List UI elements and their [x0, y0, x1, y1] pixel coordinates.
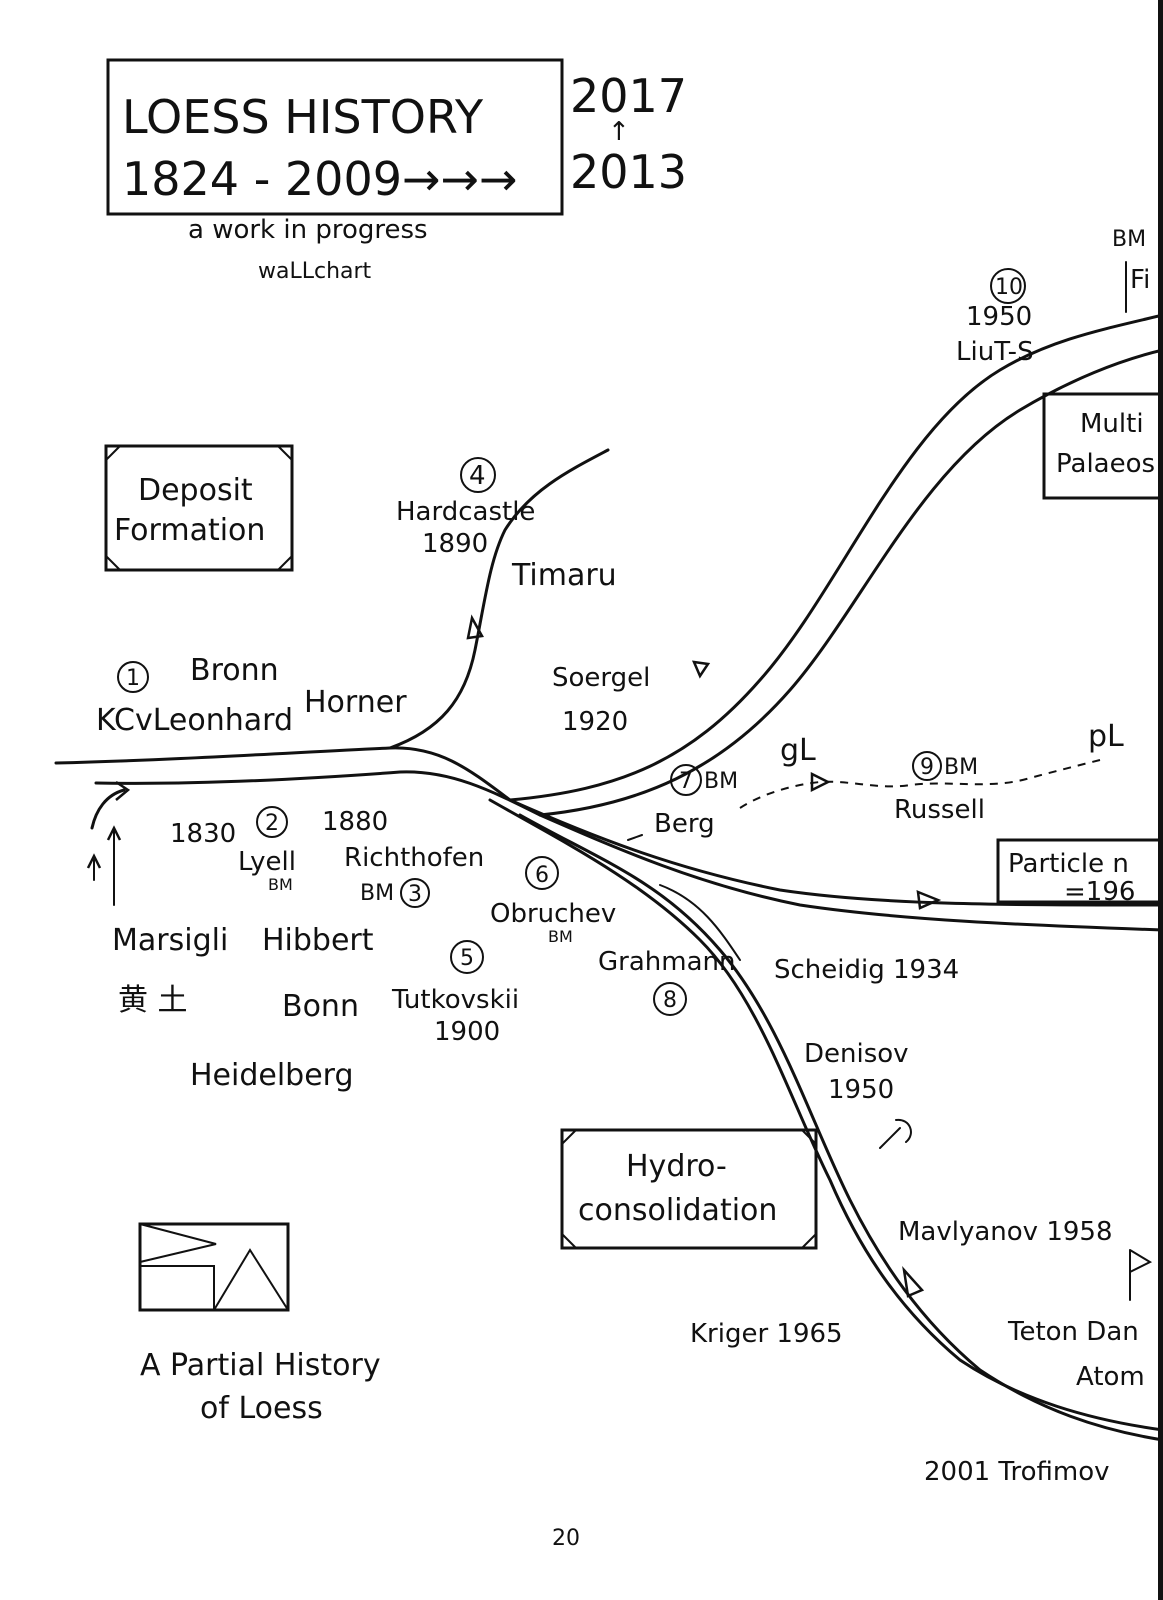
label-teton: Teton Dan	[1007, 1317, 1139, 1347]
legend-caption-line1: A Partial History	[140, 1348, 381, 1383]
label-kriger: Kriger 1965	[690, 1319, 843, 1349]
label-denisov: Denisov	[804, 1039, 909, 1069]
deposit-line2: Formation	[114, 513, 265, 548]
multi-palaeos-box: Multi Palaeos	[1042, 392, 1163, 500]
label-soergel: Soergel	[552, 663, 650, 693]
legend-icon	[138, 1222, 290, 1312]
n8: 8	[663, 988, 677, 1013]
left-arrows	[86, 780, 131, 906]
bm9: BM	[944, 755, 978, 780]
soergel-arrow	[691, 660, 711, 679]
label-bonn: Bonn	[282, 989, 359, 1024]
bm6: BM	[548, 927, 573, 946]
label-1950-liu: 1950	[966, 302, 1032, 332]
label-russell: Russell	[894, 795, 985, 825]
label-mavlyanov: Mavlyanov 1958	[898, 1217, 1113, 1247]
subtitle-line1: a work in progress	[188, 215, 428, 245]
label-scheidig: Scheidig 1934	[774, 955, 959, 985]
title-line1: LOESS HISTORY	[122, 90, 484, 144]
particle-line2: =196	[1064, 877, 1135, 907]
label-bronn: Bronn	[190, 653, 279, 688]
labels: 1 Bronn KCvLeonhard Horner 4 Hardcastle …	[96, 227, 1153, 1487]
title-block: LOESS HISTORY 1824 - 2009→→→ 2017 ↑ 2013	[106, 58, 687, 216]
n7: 7	[679, 769, 693, 794]
title-line2: 1824 - 2009→→→	[122, 152, 518, 206]
label-fi: Fi	[1130, 265, 1150, 295]
page-number: 20	[552, 1526, 580, 1551]
hydro-arrow	[902, 1266, 925, 1298]
hammer-sickle-icon	[879, 1118, 912, 1149]
label-1900: 1900	[434, 1017, 500, 1047]
label-atom: Atom	[1076, 1362, 1145, 1392]
n5: 5	[460, 946, 474, 971]
title-box	[106, 58, 564, 216]
n2: 2	[265, 811, 279, 836]
deposit-line1: Deposit	[138, 473, 253, 508]
label-liuts: LiuT-S	[956, 337, 1034, 367]
label-timaru: Timaru	[511, 558, 617, 593]
n10: 10	[995, 275, 1023, 300]
hardcastle-arrow	[466, 614, 484, 640]
label-hardcastle: Hardcastle	[396, 497, 535, 527]
label-berg: Berg	[654, 809, 715, 839]
label-gl: gL	[780, 733, 816, 768]
label-1950-denisov: 1950	[828, 1075, 894, 1105]
n9: 9	[920, 755, 934, 780]
label-pl: pL	[1088, 719, 1124, 754]
deposit-formation-box: Deposit Formation	[104, 444, 294, 572]
bm-lyell: BM	[268, 875, 293, 894]
track-lines	[54, 313, 1163, 1442]
multi-line2: Palaeos	[1056, 449, 1155, 479]
bm3: BM	[360, 881, 394, 906]
n1: 1	[126, 666, 140, 691]
year-up-arrow: ↑	[608, 117, 630, 147]
year-2017: 2017	[570, 69, 687, 123]
particle-line1: Particle n	[1008, 849, 1129, 879]
label-1830: 1830	[170, 819, 236, 849]
label-cjk: 黄 土	[118, 983, 188, 1018]
direction-markers	[466, 614, 942, 1298]
flag-icon	[1129, 1249, 1153, 1301]
particle-arrow	[916, 890, 942, 910]
label-1880: 1880	[322, 807, 388, 837]
hydro-consolidation-box: Hydro- consolidation	[560, 1128, 818, 1250]
label-trofimov: 2001 Trofimov	[924, 1457, 1110, 1487]
circle-markers	[117, 268, 1026, 1016]
scan-edge	[1158, 0, 1163, 1600]
particle-box: Particle n =196	[996, 838, 1163, 907]
label-heidelberg: Heidelberg	[190, 1058, 354, 1093]
n6: 6	[535, 863, 549, 888]
label-hibbert: Hibbert	[262, 923, 374, 958]
label-lyell: Lyell	[238, 847, 296, 877]
n3: 3	[408, 882, 422, 907]
label-obruchev: Obruchev	[490, 899, 616, 929]
label-marsigli: Marsigli	[112, 923, 228, 958]
label-horner: Horner	[304, 685, 407, 720]
label-bm-top: BM	[1112, 227, 1146, 252]
hydro-line2: consolidation	[578, 1193, 777, 1228]
gl-arrow	[810, 771, 831, 793]
label-richthofen: Richthofen	[344, 843, 484, 873]
label-kcvleonhard: KCvLeonhard	[96, 703, 293, 738]
subtitle-line2: waLLchart	[258, 259, 372, 284]
legend-caption-line2: of Loess	[200, 1391, 323, 1426]
multi-line1: Multi	[1080, 409, 1144, 439]
label-grahmann: Grahmann	[598, 947, 735, 977]
label-1920: 1920	[562, 707, 628, 737]
year-2013: 2013	[570, 145, 687, 199]
hydro-line1: Hydro-	[626, 1149, 727, 1184]
label-tutkovskii: Tutkovskii	[391, 985, 519, 1015]
label-1890: 1890	[422, 529, 488, 559]
bm7: BM	[704, 769, 738, 794]
n4: 4	[469, 461, 486, 491]
